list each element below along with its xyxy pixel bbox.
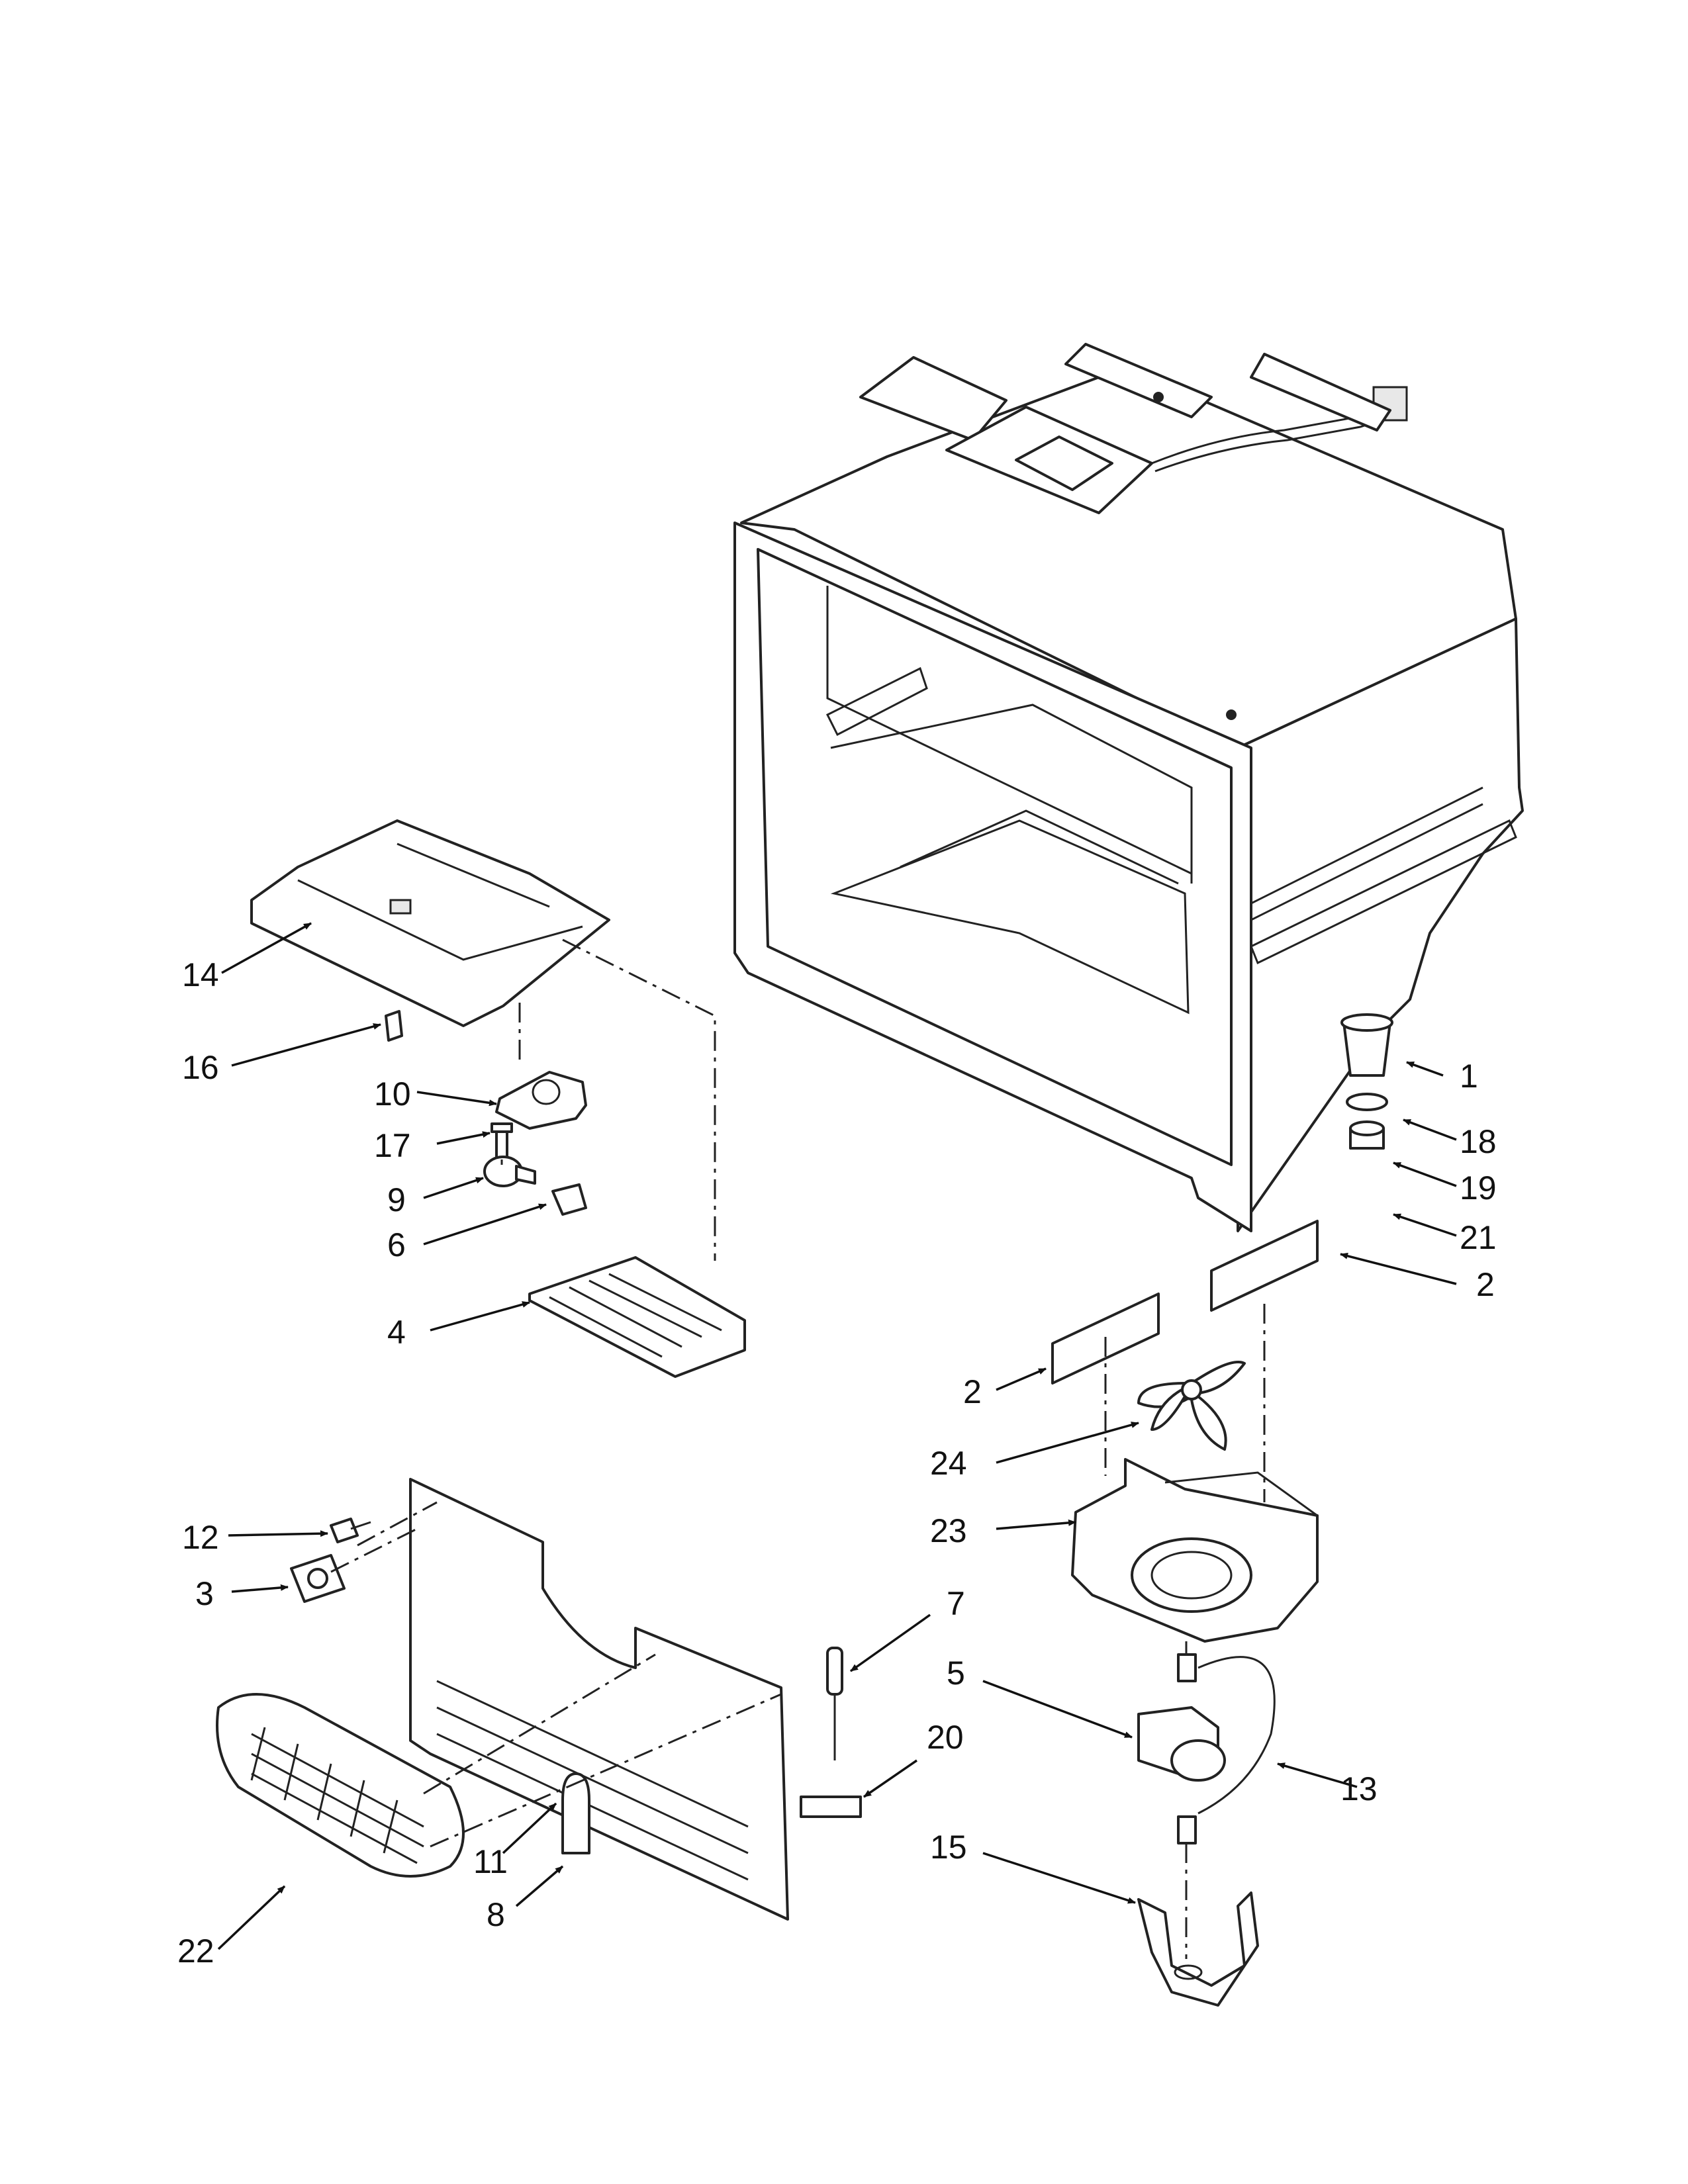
fan-motor-part-5: [1137, 1653, 1226, 1844]
ring-part-19: [1346, 1093, 1388, 1111]
switch-part-16: [385, 1010, 403, 1042]
mount-bracket-part-3: [290, 1554, 346, 1603]
grommet-part-21: [1349, 1120, 1385, 1150]
callout-7: 7: [947, 1585, 965, 1622]
light-housing-part-14: [250, 819, 610, 1027]
callout-10: 10: [374, 1075, 411, 1113]
callout-15: 15: [930, 1829, 967, 1866]
callout-11: 11: [473, 1843, 508, 1880]
callout-1: 1: [1460, 1058, 1478, 1095]
callout-9: 9: [387, 1181, 406, 1218]
rear-panel-part-11: [409, 1478, 789, 1921]
callout-4: 4: [387, 1314, 406, 1351]
wire-harness-part-13: [1197, 1656, 1276, 1815]
clip-part-8: [561, 1772, 590, 1854]
callout-3: 3: [195, 1575, 214, 1612]
motor-bracket-part-15: [1137, 1891, 1259, 2007]
leader-lines: [217, 922, 1457, 1950]
callout-16: 16: [182, 1049, 219, 1086]
light-shield-part-4: [528, 1256, 746, 1378]
callout-24: 24: [930, 1445, 967, 1482]
callout-labels: 1 18 19 21 2 2 14 16 10 17 9 6 4 24 23 1…: [177, 956, 1497, 1970]
callout-2-right: 2: [1476, 1266, 1495, 1303]
callout-12: 12: [182, 1519, 219, 1556]
cup-part-18: [1340, 1013, 1393, 1077]
lamp-socket-part-10: [495, 1071, 587, 1130]
callout-17: 17: [374, 1127, 411, 1164]
foam-block-part-2-right: [1210, 1220, 1319, 1312]
fan-shroud-part-23: [1071, 1458, 1319, 1643]
fan-blade-part-24: [1137, 1361, 1246, 1451]
thermistor-part-7: [826, 1647, 843, 1760]
light-bulb-part-9: [483, 1156, 536, 1187]
screw-part-17: [491, 1122, 513, 1160]
foam-strip-part-20: [800, 1796, 862, 1818]
callout-20: 20: [927, 1719, 964, 1756]
grille-part-22: [216, 1693, 465, 1878]
callout-5: 5: [947, 1655, 965, 1692]
callout-21: 21: [1460, 1219, 1497, 1256]
callout-13: 13: [1340, 1770, 1378, 1807]
clip-part-6: [551, 1183, 587, 1216]
callout-8: 8: [487, 1896, 505, 1933]
callout-18: 18: [1460, 1123, 1497, 1160]
screw-part-12: [330, 1518, 371, 1543]
exploded-view-guide-lines: [330, 938, 1266, 1959]
callout-19: 19: [1460, 1169, 1497, 1206]
freezer-liner-part-1: [733, 343, 1524, 1232]
callout-6: 6: [387, 1226, 406, 1263]
callout-14: 14: [182, 956, 219, 993]
callout-23: 23: [930, 1512, 967, 1549]
callout-22: 22: [177, 1933, 214, 1970]
callout-2-left: 2: [963, 1373, 982, 1410]
